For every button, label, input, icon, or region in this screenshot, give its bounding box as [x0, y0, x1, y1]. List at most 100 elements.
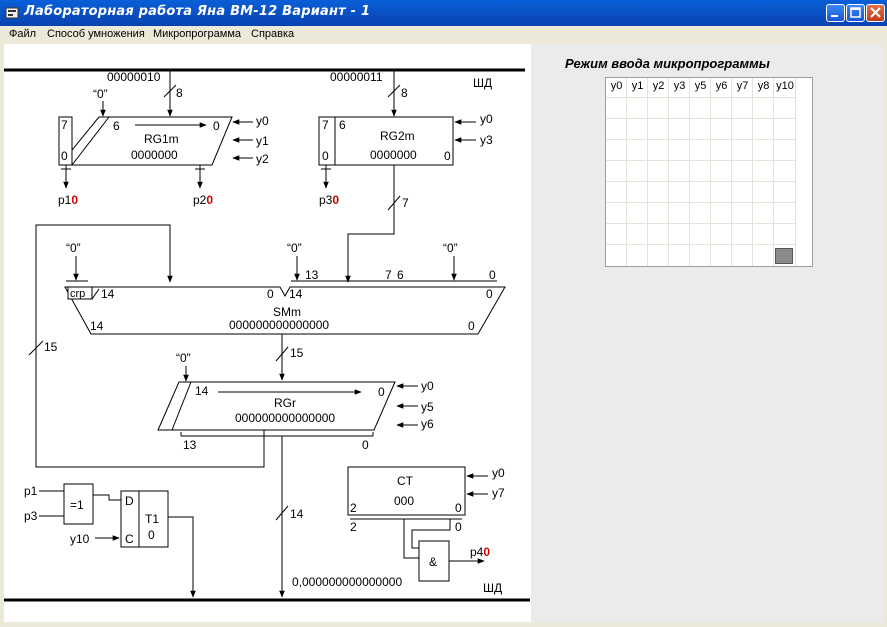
rg2-width-tick — [387, 84, 401, 98]
xor-gate — [63, 483, 94, 525]
ct-counter — [347, 466, 466, 516]
rgr-bit-hi: 14 — [195, 384, 209, 398]
rg2-bit-hi: 6 — [339, 118, 346, 132]
rg1-bit-lo: 0 — [213, 119, 220, 133]
and-label: & — [429, 555, 437, 569]
ct-bottom-lo: 0 — [455, 520, 462, 534]
rg1-bit-lo-outer: 0 — [61, 149, 68, 163]
ct-bottom-hi: 2 — [350, 520, 357, 534]
sm-top-13: 13 — [305, 268, 319, 282]
grid-header-y5: y5 — [694, 80, 707, 92]
rgr-bottom-lo: 0 — [362, 438, 369, 452]
bus-label-top: ШД — [473, 76, 492, 90]
grid-selected-cell[interactable] — [775, 248, 793, 264]
bus-label-bottom: ШД — [483, 581, 502, 595]
input-a-value: 00000010 — [107, 70, 161, 84]
sm-adder — [64, 286, 506, 335]
flag-p4: p40 — [470, 545, 490, 559]
rg1-value: 0000000 — [131, 148, 178, 162]
flag-p1: p10 — [58, 193, 78, 207]
grid-row — [606, 118, 796, 140]
rg2-name: RG2m — [380, 129, 415, 143]
close-button[interactable] — [866, 4, 885, 22]
grid-column[interactable]: y8 — [753, 78, 774, 266]
xor-input-p1: p1 — [24, 484, 38, 498]
sm-bottom-lo: 0 — [468, 319, 475, 333]
grid-header-y2: y2 — [652, 80, 665, 92]
feedback-width-tick — [28, 340, 44, 356]
rgr-zero-label: “0” — [176, 351, 191, 365]
grid-header-y1: y1 — [631, 80, 644, 92]
sm-right-hi: 14 — [289, 287, 303, 301]
feedback-width-label: 15 — [44, 340, 58, 354]
rgr-bit-lo: 0 — [378, 385, 385, 399]
maximize-button[interactable] — [846, 4, 865, 22]
grid-row — [606, 97, 796, 119]
rg1-signal-y1: y1 — [256, 134, 269, 148]
rgr-bottom-hi: 13 — [183, 438, 197, 452]
rgr-divider — [171, 381, 192, 431]
flag-p2: p20 — [193, 193, 213, 207]
t1-clock-signal: y10 — [70, 532, 90, 546]
rg1-name: RG1m — [144, 132, 179, 146]
close-icon — [870, 7, 881, 18]
feedback-line — [35, 224, 265, 468]
flag-p3: p30 — [319, 193, 339, 207]
grid-header-y7: y7 — [736, 80, 749, 92]
ct-signal-y0: y0 — [492, 466, 505, 480]
t1-d: D — [125, 494, 134, 508]
ct-signal-y7: y7 — [492, 486, 505, 500]
rgr-signal-y0: y0 — [421, 379, 434, 393]
sm-right-zero-label: “0” — [443, 241, 458, 255]
rg1-bit-hi-outer: 7 — [61, 118, 68, 132]
grid-column[interactable]: y3 — [669, 78, 690, 266]
menu-help[interactable]: Справка — [251, 28, 295, 40]
rgr-name: RGr — [274, 396, 296, 410]
rgr-signal-y5: y5 — [421, 400, 434, 414]
menu-microprogram[interactable]: Микропрограмма — [153, 28, 242, 40]
sm-left-lo: 0 — [267, 287, 274, 301]
rg2-value: 0000000 — [370, 148, 417, 162]
sm-crp: crp — [70, 288, 85, 300]
sm-top-0: 0 — [489, 268, 496, 282]
grid-column[interactable]: y6 — [711, 78, 732, 266]
grid-column[interactable]: y1 — [627, 78, 648, 266]
grid-header-y10: y10 — [776, 80, 794, 92]
grid-row — [606, 223, 796, 245]
grid-column[interactable]: y10 — [774, 78, 796, 266]
grid-column[interactable]: y0 — [606, 78, 627, 266]
sm-top-6: 6 — [397, 268, 404, 282]
microprogram-title: Режим ввода микропрограммы — [565, 56, 770, 71]
t1-trigger — [120, 490, 169, 548]
grid-header-y0: y0 — [610, 80, 623, 92]
menu-file[interactable]: Файл — [9, 28, 37, 40]
grid-column[interactable]: y5 — [690, 78, 711, 266]
rg2-bit-lo: 0 — [444, 149, 451, 163]
sm-top-7: 7 — [385, 268, 392, 282]
grid-column[interactable]: y7 — [732, 78, 753, 266]
t1-value: 0 — [148, 528, 155, 542]
sm-left-zero-label: “0” — [66, 241, 81, 255]
sm-bottom-hi: 14 — [90, 319, 104, 333]
microprogram-grid[interactable]: y0 y1 y2 y3 y5 y6 y7 y8 y10 — [605, 77, 813, 267]
grid-column[interactable]: y2 — [648, 78, 669, 266]
rg1-width-label: 8 — [176, 86, 183, 100]
sm-out-width: 15 — [290, 346, 304, 360]
sm-out-width-tick — [275, 346, 289, 362]
input-b-value: 00000011 — [330, 70, 383, 84]
grid-row — [606, 78, 796, 98]
ct-to-and-line-b — [411, 519, 451, 549]
rg2-register — [318, 116, 454, 166]
diagram-canvas: ШД ШД 00000010 00000011 8 “0” 7 0 6 0 RG… — [4, 44, 531, 622]
minimize-button[interactable] — [826, 4, 845, 22]
rg1-zero-label: “0” — [93, 87, 108, 101]
sm-left-hi: 14 — [101, 287, 115, 301]
t1-to-bus-line — [168, 516, 196, 598]
rg1-signal-y2: y2 — [256, 152, 269, 166]
ct-name: CT — [397, 474, 414, 488]
menu-multiplication-method[interactable]: Способ умножения — [47, 28, 145, 40]
ct-to-and-line-a — [403, 519, 419, 559]
sm-value: 000000000000000 — [229, 318, 329, 332]
window-title: Лабораторная работа Яна ВМ-12 Вариант - … — [24, 4, 371, 19]
ct-bit-hi: 2 — [350, 501, 357, 515]
